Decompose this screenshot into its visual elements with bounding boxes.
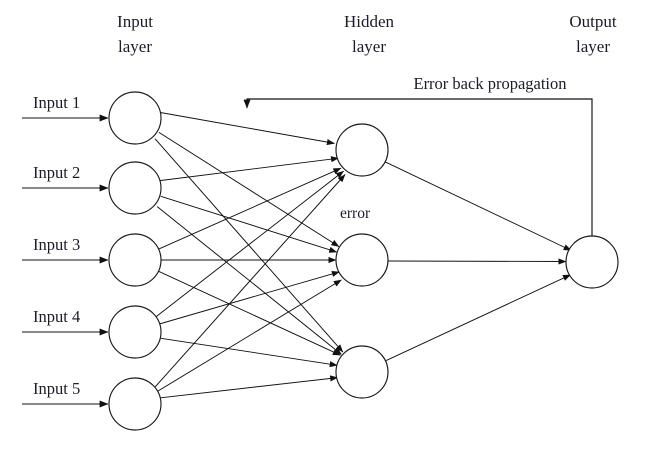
input-layer-title-line1: Input (117, 12, 153, 31)
output-layer-nodes (565, 235, 619, 289)
input-node-2[interactable] (108, 161, 162, 215)
annotations: error Error back propagation (340, 74, 567, 222)
input-node-3[interactable] (108, 233, 162, 287)
input-feed-arrows (22, 114, 109, 408)
input-label-2: Input 2 (33, 163, 80, 182)
edge-i1-h2 (158, 131, 340, 248)
edge-i5-h3 (160, 375, 339, 399)
input-node-1[interactable] (108, 91, 162, 145)
edge-i4-h3 (160, 337, 338, 368)
edge-i2-h3 (156, 206, 342, 355)
input-node-5[interactable] (108, 377, 162, 431)
input-layer-nodes (108, 91, 162, 431)
edge-i1-h1 (160, 112, 335, 146)
error-label: error (340, 205, 371, 222)
hidden-layer-title-line1: Hidden (344, 12, 395, 31)
hidden-layer-title-line2: layer (352, 37, 386, 56)
edge-i5-h2 (157, 279, 342, 392)
hidden-layer-nodes (335, 123, 389, 399)
edge-i2-h1 (159, 156, 339, 182)
hidden-node-1[interactable] (335, 123, 389, 177)
output-layer-title-line2: layer (576, 37, 610, 56)
input-label-5: Input 5 (33, 379, 80, 398)
hidden-to-output-edges (385, 161, 572, 362)
input-labels: Input 1 Input 2 Input 3 Input 4 Input 5 (33, 93, 80, 398)
input-label-4: Input 4 (33, 307, 80, 326)
edge-i4-h2 (159, 270, 340, 325)
input-label-1: Input 1 (33, 93, 80, 112)
output-layer-title-line1: Output (569, 12, 617, 31)
edge-i3-h1 (157, 167, 342, 250)
edge-i1-h3 (154, 138, 344, 353)
edge-i3-h3 (158, 270, 341, 356)
error-backprop-arrow (243, 98, 593, 236)
edge-h3-o1 (385, 274, 571, 362)
output-node-1[interactable] (565, 235, 619, 289)
edge-i4-h1 (155, 170, 344, 318)
input-to-hidden-edges (153, 112, 346, 399)
hidden-node-2[interactable] (335, 233, 389, 287)
backprop-path (243, 98, 593, 236)
backprop-label: Error back propagation (413, 74, 566, 93)
hidden-node-3[interactable] (335, 345, 389, 399)
input-node-4[interactable] (108, 305, 162, 359)
edge-i2-h2 (160, 195, 338, 253)
input-layer-title-line2: layer (118, 37, 152, 56)
input-label-3: Input 3 (33, 235, 80, 254)
edge-h1-o1 (385, 161, 572, 251)
layer-titles: Input layer Hidden layer Output layer (117, 12, 617, 56)
edge-h2-o1 (387, 258, 567, 265)
edge-i5-h1 (153, 174, 346, 389)
